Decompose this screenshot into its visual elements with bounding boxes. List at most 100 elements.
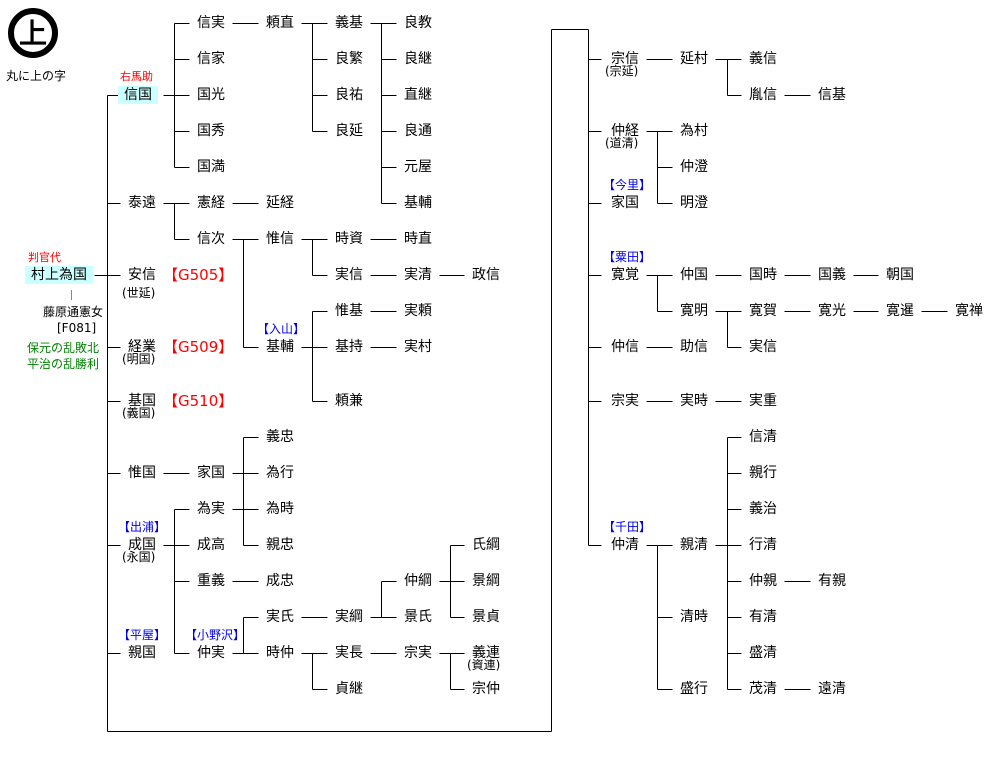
clan-tag: 【入山】 <box>257 322 306 336</box>
person-node: 政信 <box>472 267 500 283</box>
person-node: 景綱 <box>472 573 500 589</box>
person-node: 親行 <box>749 465 777 481</box>
crest-logo: 上 <box>8 8 58 58</box>
person-node: 国光 <box>197 87 225 103</box>
person-node: 良祐 <box>335 87 363 103</box>
alt-name: (永国) <box>122 550 156 564</box>
code-label: 【G505】 <box>163 266 234 284</box>
person-node: 宗実 <box>611 393 639 409</box>
person-node: 景氏 <box>404 609 432 625</box>
person-node: 実清 <box>404 267 432 283</box>
person-node: 延経 <box>266 195 294 211</box>
person-node: 義連 <box>472 645 500 661</box>
person-node: 信国 <box>118 86 158 104</box>
person-node: 信家 <box>197 51 225 67</box>
person-node: 延村 <box>680 51 708 67</box>
person-node: 茂清 <box>749 681 777 697</box>
clan-tag: 【出浦】 <box>118 520 167 534</box>
person-node: 惟国 <box>128 465 156 481</box>
founder-wife: 藤原通憲女 <box>43 305 104 319</box>
person-node: 基輔 <box>404 195 432 211</box>
person-node: 仲実 <box>197 645 225 661</box>
person-node: 時資 <box>335 231 363 247</box>
person-node: 朝国 <box>886 267 914 283</box>
alt-name: (道清) <box>605 136 639 150</box>
founder-name: 村上為国 <box>25 266 93 284</box>
person-node: 盛行 <box>680 681 708 697</box>
person-node: 信基 <box>818 87 846 103</box>
person-node: 義信 <box>749 51 777 67</box>
alt-name: (明国) <box>122 352 156 366</box>
code-label: 【G509】 <box>163 338 234 356</box>
person-node: 頼兼 <box>335 393 363 409</box>
person-node: 実重 <box>749 393 777 409</box>
person-node: 信実 <box>197 15 225 31</box>
person-node: 家国 <box>611 195 639 211</box>
person-node: 為村 <box>680 123 708 139</box>
person-node: 寛暹 <box>886 303 914 319</box>
person-node: 実村 <box>404 339 432 355</box>
person-node: 惟基 <box>335 303 363 319</box>
person-node: 国時 <box>749 267 777 283</box>
clan-tag: 【今里】 <box>603 178 652 192</box>
person-node: 信次 <box>197 231 225 247</box>
person-node: 親忠 <box>266 537 294 553</box>
person-node: 国義 <box>818 267 846 283</box>
person-node: 貞継 <box>335 681 363 697</box>
person-node: 基輔 <box>266 339 294 355</box>
person-node: 仲綱 <box>404 573 432 589</box>
person-node: 胤信 <box>749 87 777 103</box>
person-node: 良繁 <box>335 51 363 67</box>
person-node: 時仲 <box>266 645 294 661</box>
person-node: 宗実 <box>404 645 432 661</box>
person-node: 国秀 <box>197 123 225 139</box>
founder-wife-code: [F081] <box>57 321 97 335</box>
person-node: 仲清 <box>611 537 639 553</box>
person-node: 仲親 <box>749 573 777 589</box>
person-node: 頼直 <box>266 15 294 31</box>
person-node: 景貞 <box>472 609 500 625</box>
person-node: 為実 <box>197 501 225 517</box>
person-node: 宗信 <box>611 51 639 67</box>
clan-tag: 【粟田】 <box>603 250 652 264</box>
person-node: 寛禅 <box>955 303 983 319</box>
person-node: 惟信 <box>266 231 294 247</box>
person-node: 信清 <box>749 429 777 445</box>
person-node: 寛明 <box>680 303 708 319</box>
clan-tag: 【千田】 <box>603 520 652 534</box>
person-node: 為行 <box>266 465 294 481</box>
person-node: 仲経 <box>611 123 639 139</box>
person-node: 為時 <box>266 501 294 517</box>
person-node: 清時 <box>680 609 708 625</box>
person-node: 助信 <box>680 339 708 355</box>
person-node: 仲澄 <box>680 159 708 175</box>
marriage-line <box>71 290 72 300</box>
founder-note: 保元の乱敗北 <box>27 341 100 355</box>
person-node: 義忠 <box>266 429 294 445</box>
alt-name: (世延) <box>122 286 156 300</box>
founder-note: 平治の乱勝利 <box>27 357 100 371</box>
person-node: 実時 <box>680 393 708 409</box>
person-node: 基持 <box>335 339 363 355</box>
clan-tag: 【小野沢】 <box>185 628 246 642</box>
person-node: 実頼 <box>404 303 432 319</box>
person-node: 基国 <box>128 393 156 409</box>
person-node: 親国 <box>128 645 156 661</box>
person-node: 明澄 <box>680 195 708 211</box>
founder-title: 判官代 <box>28 251 61 264</box>
person-node: 有清 <box>749 609 777 625</box>
person-node: 良継 <box>404 51 432 67</box>
person-node: 実信 <box>749 339 777 355</box>
person-node: 義基 <box>335 15 363 31</box>
person-node: 寛覚 <box>611 267 639 283</box>
person-node: 実氏 <box>266 609 294 625</box>
person-node: 良通 <box>404 123 432 139</box>
person-node: 成国 <box>128 537 156 553</box>
person-node: 時直 <box>404 231 432 247</box>
person-node: 成高 <box>197 537 225 553</box>
person-node: 仲国 <box>680 267 708 283</box>
person-node: 盛清 <box>749 645 777 661</box>
person-node: 行清 <box>749 537 777 553</box>
person-node: 重義 <box>197 573 225 589</box>
person-node: 経業 <box>128 339 156 355</box>
